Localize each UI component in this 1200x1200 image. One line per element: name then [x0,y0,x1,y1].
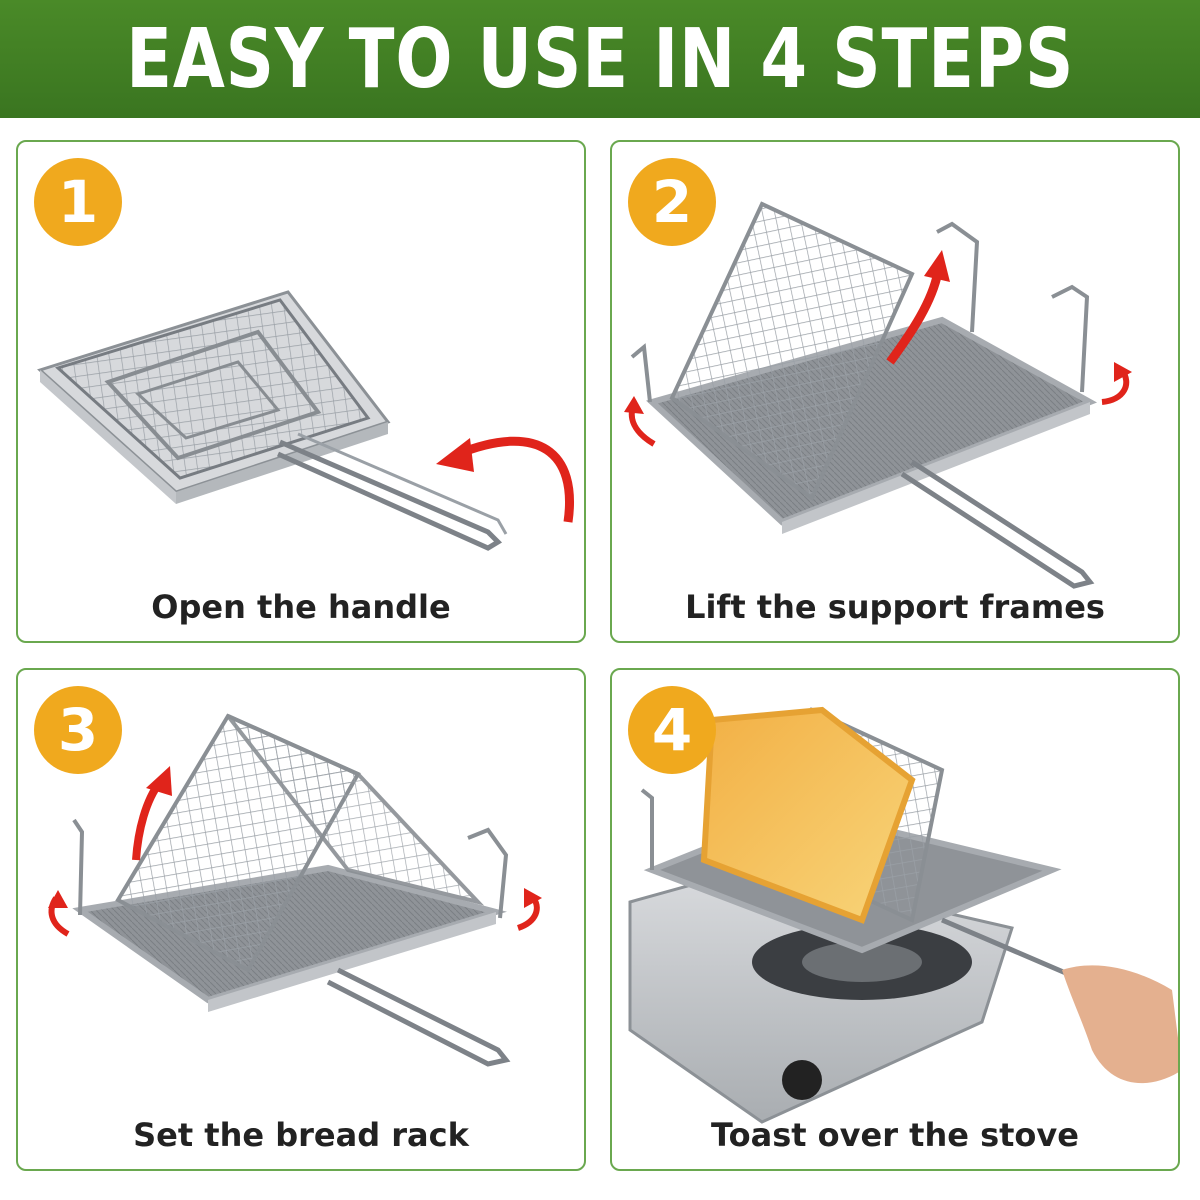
page-title: EASY TO USE IN 4 STEPS [125,11,1075,107]
step-2-panel: 2 Lift the support frames [610,140,1180,643]
step-number-badge: 1 [34,158,122,246]
step-number-badge: 4 [628,686,716,774]
toaster-rack-set-illustration [48,713,542,1067]
toasting-on-stove-illustration [628,706,1178,1124]
step-4-panel: 4 Toast over the stove [610,668,1180,1171]
step-3-panel: 3 Set the bread rack [16,668,586,1171]
toaster-frames-lifted-illustration [624,201,1132,589]
step-caption: Set the bread rack [133,1116,469,1154]
step-number-badge: 3 [34,686,122,774]
step-1-panel: 1 Open the handle [16,140,586,643]
step-caption: Toast over the stove [711,1116,1079,1154]
step-caption: Lift the support frames [685,588,1105,626]
toaster-folded-illustration [37,290,574,551]
step-number-badge: 2 [628,158,716,246]
step-caption: Open the handle [151,588,451,626]
title-banner: EASY TO USE IN 4 STEPS [0,0,1200,118]
